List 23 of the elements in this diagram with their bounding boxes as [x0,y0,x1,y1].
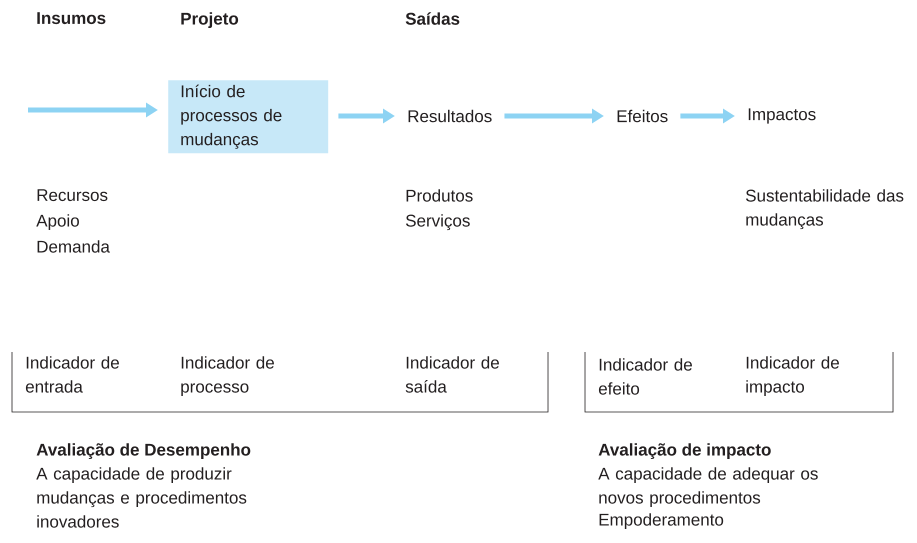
process-box: Início de processos de mudanças [168,80,328,154]
list-item: Serviços [406,214,470,230]
stage-label: Impactos [748,108,816,124]
description: A capacidade de adequar os novos procedimentos [598,467,818,508]
column-heading: Projeto [181,12,238,28]
stage-label: Resultados [408,110,492,122]
description: Empoderamento [600,513,724,530]
list-item: Apoio [36,214,79,230]
list-item: Produtos [406,189,473,202]
indicator-label: Indicador de saída [406,356,499,393]
section-heading: Avaliação de impacto [598,443,771,460]
list-item: Demanda [38,240,110,253]
indicator-label: Indicador de entrada [26,356,119,393]
stage-label: Efeitos [618,110,668,122]
description: A capacidade de produzir mudanças e procedimentos inovadores [36,467,246,528]
indicator-label: Indicador de efeito [598,358,692,395]
column-heading: Insumos [37,12,106,24]
indicator-label: Indicador de impacto [746,356,839,396]
indicator-label: Indicador de processo [181,356,274,396]
column-heading: Saídas [406,12,460,25]
section-heading: Avaliação de Desempenho [36,443,250,460]
list-item: Recursos [38,189,108,202]
description: Sustentabilidade das mudanças [746,189,904,230]
